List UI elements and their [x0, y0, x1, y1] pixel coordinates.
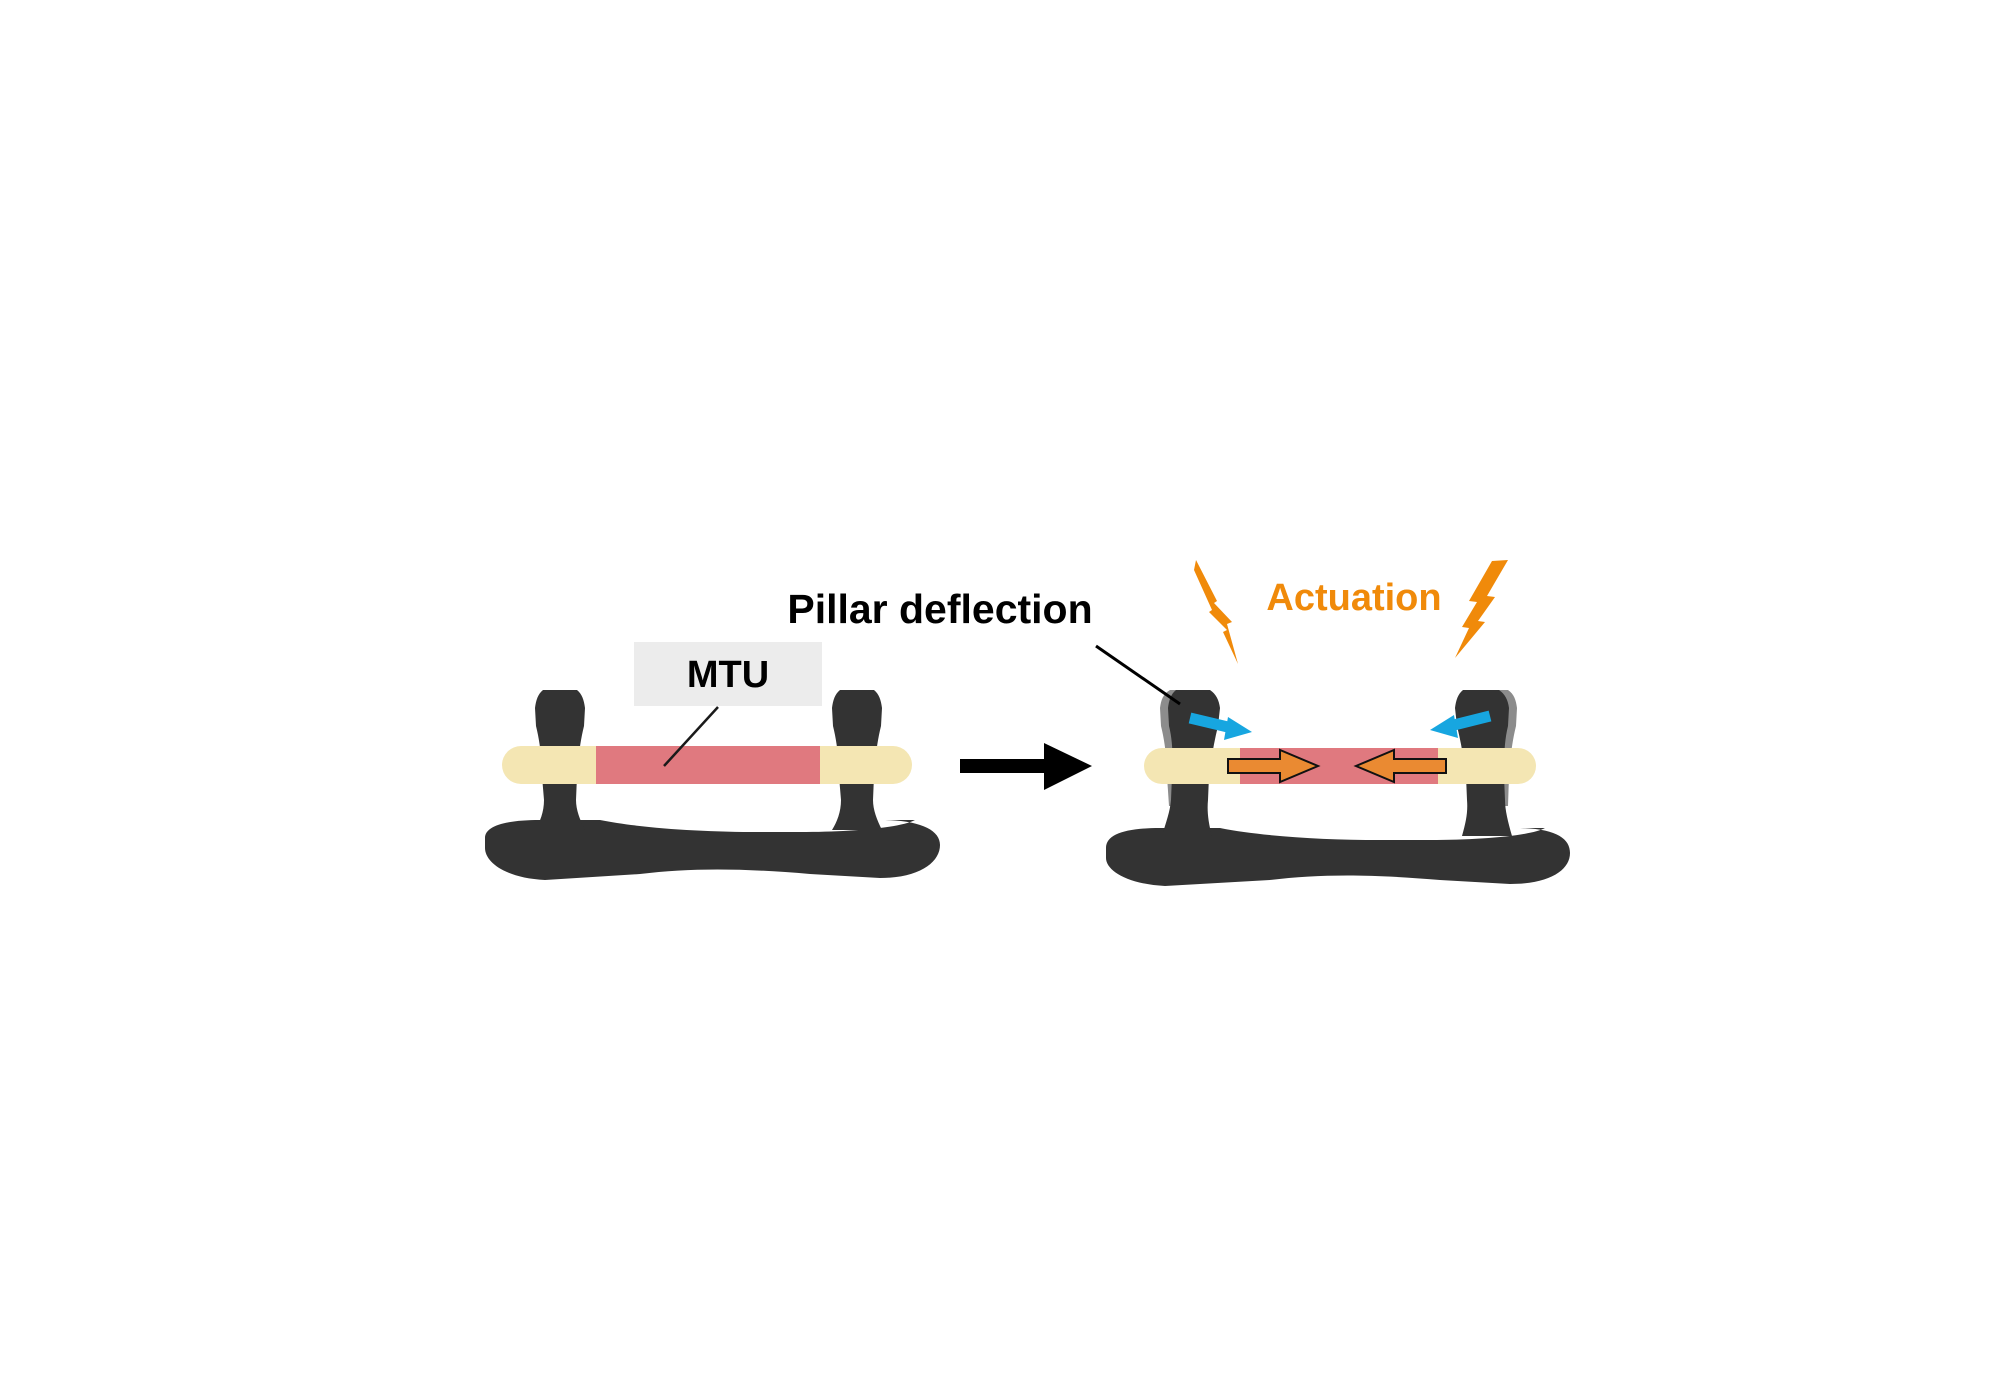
right-base	[1106, 828, 1570, 886]
lightning-bolt-left-icon	[1194, 560, 1238, 664]
pillar-deflection-label: Pillar deflection	[787, 586, 1092, 632]
contraction-arrow-left	[1353, 748, 1447, 784]
actuation-label: Actuation	[1266, 577, 1441, 619]
left-base	[485, 820, 940, 880]
pillar-deflection-leader-line	[1095, 644, 1181, 706]
mtu-label-box	[634, 642, 822, 706]
deflection-arrow-right	[1430, 710, 1492, 738]
right-panel: Pillar deflection Actuation	[787, 560, 1570, 886]
mtu-leader-line	[663, 706, 719, 767]
contraction-arrow-right	[1227, 748, 1321, 784]
deflection-arrow-left	[1188, 712, 1252, 740]
lightning-bolt-right-icon	[1455, 560, 1508, 658]
left-mtu-muscle	[596, 746, 820, 784]
mtu-label: MTU	[687, 654, 769, 696]
step-arrow	[960, 743, 1092, 790]
left-panel: MTU	[485, 642, 940, 880]
